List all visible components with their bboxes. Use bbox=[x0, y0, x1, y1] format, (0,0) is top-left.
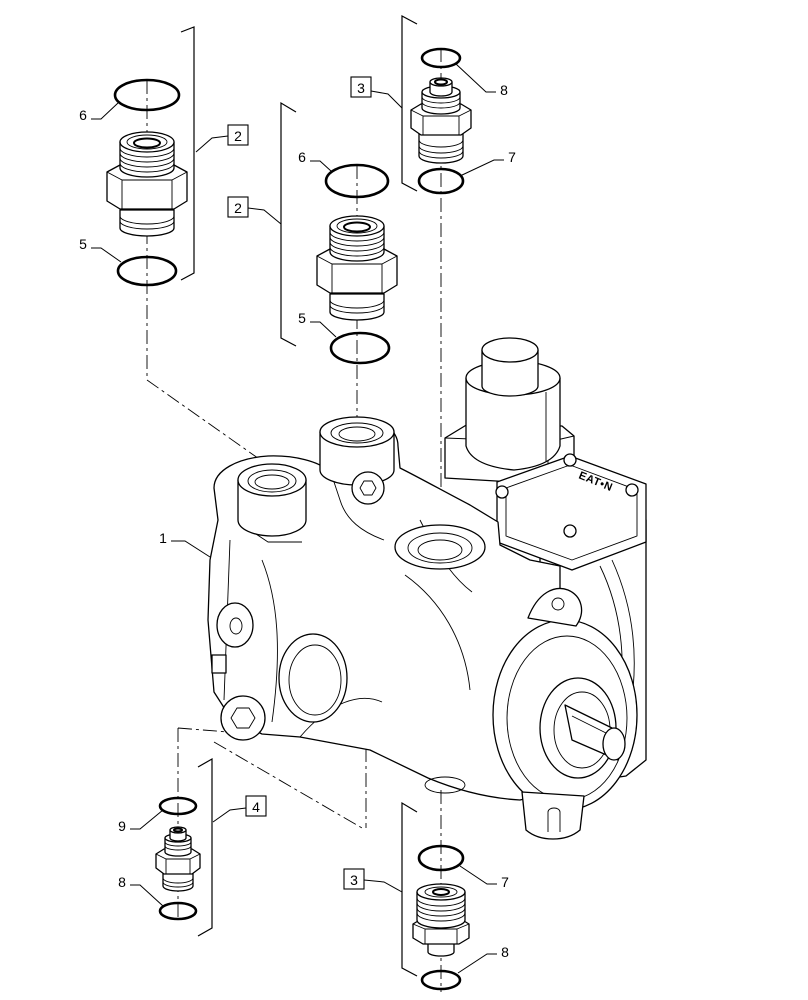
hex-plug bbox=[220, 695, 266, 741]
bracket-small-group bbox=[197, 757, 213, 937]
ref-label-3-top: 3 bbox=[357, 80, 365, 96]
o-ring-8-top bbox=[420, 47, 462, 69]
callout-6-left: 6 bbox=[79, 107, 87, 123]
bolt-head bbox=[495, 485, 509, 499]
ref-box-3-top bbox=[350, 76, 372, 98]
top-center-port bbox=[394, 524, 486, 570]
ref-box-3-bottom bbox=[343, 868, 365, 890]
fitting-3-top bbox=[410, 77, 472, 164]
callout-8-small: 8 bbox=[118, 874, 126, 890]
callout-5-mid: 5 bbox=[298, 310, 306, 326]
o-ring-6-mid bbox=[324, 163, 390, 199]
flange-bottom-lug bbox=[521, 791, 585, 840]
o-ring-7-top bbox=[417, 167, 465, 195]
o-ring-5-mid bbox=[329, 331, 391, 365]
fitting-2-mid bbox=[316, 215, 398, 321]
bolt-head bbox=[563, 453, 577, 467]
bracket-left-group bbox=[180, 26, 195, 281]
bracket-top-right-group bbox=[401, 15, 418, 192]
callout-7-top: 7 bbox=[508, 149, 516, 165]
flange-top-lug bbox=[527, 587, 583, 627]
ref-label-2-mid: 2 bbox=[234, 200, 242, 216]
solenoid-coil bbox=[465, 377, 561, 471]
fitting-3-bottom bbox=[412, 883, 470, 957]
o-ring-8-small bbox=[158, 901, 198, 921]
callout-5-left: 5 bbox=[79, 236, 87, 252]
pump-assembly: EAT•N bbox=[207, 337, 647, 840]
o-ring-7-bottom bbox=[417, 844, 465, 872]
callout-7-bottom: 7 bbox=[501, 874, 509, 890]
side-lug bbox=[211, 654, 227, 674]
ref-label-3-bottom: 3 bbox=[350, 872, 358, 888]
left-port bbox=[237, 463, 307, 497]
ref-label-4: 4 bbox=[252, 799, 260, 815]
side-boss-small bbox=[216, 602, 254, 648]
callout-1-pump: 1 bbox=[159, 530, 167, 546]
solenoid-cap bbox=[481, 349, 539, 397]
ref-label-2-left: 2 bbox=[234, 128, 242, 144]
bracket-mid-group bbox=[280, 101, 297, 347]
bracket-bottom-right-group bbox=[401, 801, 418, 977]
ref-box-2-left bbox=[227, 124, 249, 146]
bottom-port bbox=[424, 776, 466, 794]
ref-box-4 bbox=[245, 795, 267, 817]
callout-6-mid: 6 bbox=[298, 149, 306, 165]
o-ring-9-small bbox=[158, 796, 198, 816]
o-ring-6-left bbox=[113, 78, 181, 112]
mid-port bbox=[319, 416, 395, 448]
ref-box-2-mid bbox=[227, 196, 249, 218]
center-line-small bbox=[177, 727, 367, 920]
fitting-2-left bbox=[106, 131, 188, 237]
top-plug bbox=[351, 471, 385, 505]
bolt-head bbox=[625, 483, 639, 497]
callout-8-bottom: 8 bbox=[501, 944, 509, 960]
fitting-4 bbox=[155, 826, 201, 892]
o-ring-5-left bbox=[116, 255, 178, 287]
callout-9-small: 9 bbox=[118, 818, 126, 834]
bolt-head bbox=[563, 524, 577, 538]
o-ring-8-bottom bbox=[420, 969, 462, 991]
callout-8-top: 8 bbox=[500, 82, 508, 98]
